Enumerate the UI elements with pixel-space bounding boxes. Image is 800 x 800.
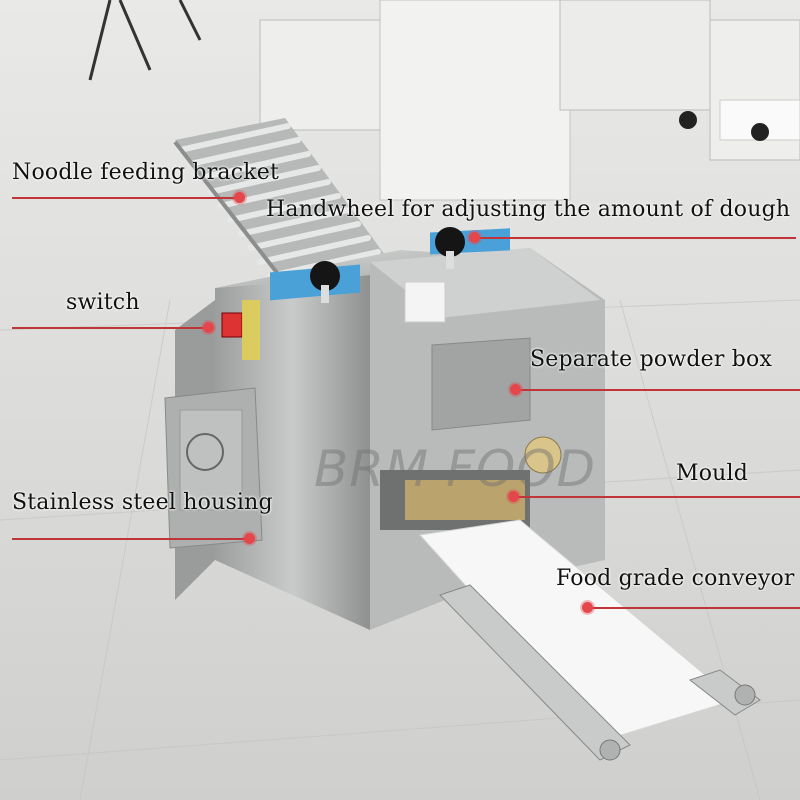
leader-switch [12,327,208,329]
label-mould: Mould [676,461,749,486]
leader-food-grade-conveyor [588,607,800,609]
leader-noodle-feeding-bracket [12,197,240,199]
label-noodle-feeding-bracket: Noodle feeding bracket [12,160,280,185]
dot-mould [508,491,519,502]
leader-mould [514,496,800,498]
conveyor-shape [419,519,761,761]
background-machines [88,0,800,201]
dot-separate-powder-box [510,384,521,395]
dot-noodle-feeding-bracket [234,192,245,203]
leader-separate-powder-box [516,389,800,391]
label-food-grade-conveyor: Food grade conveyor [556,566,795,591]
label-handwheel: Handwheel for adjusting the amount of do… [266,197,791,222]
dot-handwheel [469,232,480,243]
label-switch: switch [66,290,140,315]
dot-stainless-steel-housing [244,533,255,544]
leader-handwheel [474,237,796,239]
dot-switch [203,322,214,333]
watermark: BRM FOOD [314,440,597,498]
label-separate-powder-box: Separate powder box [530,347,773,372]
leader-stainless-steel-housing [12,538,250,540]
label-stainless-steel-housing: Stainless steel housing [12,490,273,515]
dot-food-grade-conveyor [582,602,593,613]
